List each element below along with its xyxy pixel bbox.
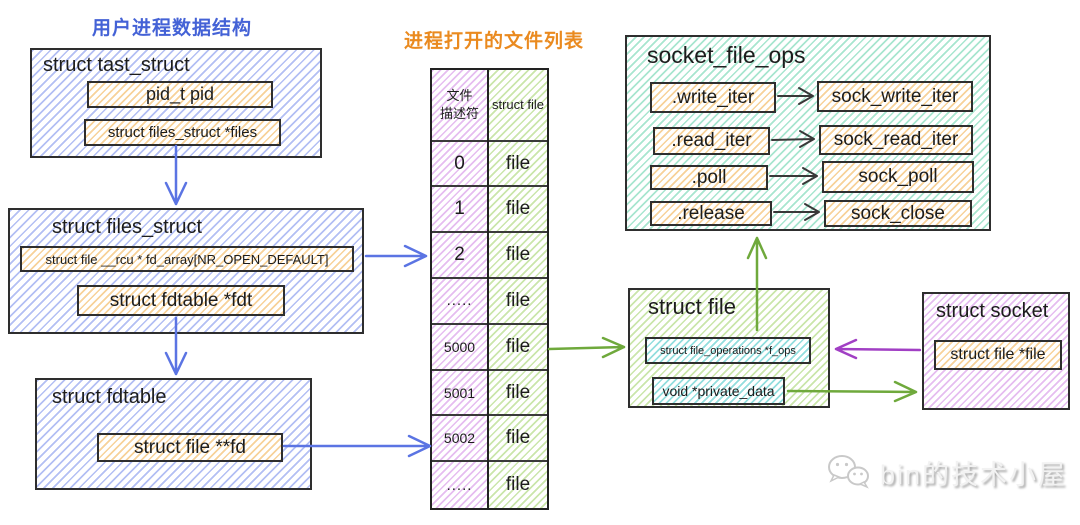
wechat-icon (828, 455, 869, 489)
file-cell: file (489, 187, 547, 234)
arrow-table-to-struct-file (547, 336, 626, 359)
fd-cell: ..... (446, 476, 473, 494)
struct-file-box: struct file struct file_operations *f_op… (628, 288, 830, 408)
task-struct-label: struct tast_struct (43, 54, 190, 76)
private-data-field: void *private_data (652, 377, 785, 405)
poll-field: .poll (650, 165, 768, 190)
fd-cell: 5000 (432, 325, 487, 371)
files-pointer-field: struct files_struct *files (84, 119, 281, 146)
f-ops-field: struct file_operations *f_ops (645, 337, 811, 364)
struct-file-label: struct file (648, 294, 737, 319)
file-column-header: struct file (489, 70, 547, 142)
fd-cell: 2 (432, 233, 487, 280)
fd-cell: 0 (432, 142, 487, 188)
fd-array-field: struct file __rcu * fd_array[NR_OPEN_DEF… (20, 246, 354, 272)
socket-file-pointer-field: struct file *file (934, 340, 1062, 370)
fd-header-line1: 文件 (446, 88, 473, 104)
file-column: struct file file file file file file fil… (489, 70, 547, 508)
file-cell: file (489, 325, 547, 371)
task-struct-box: struct tast_struct pid_t pid struct file… (30, 48, 322, 158)
fd-column-header: 文件 描述符 (432, 70, 487, 142)
fdtable-box: struct fdtable struct file **fd (35, 378, 312, 490)
file-cell: file (489, 371, 547, 417)
file-cell: file (489, 233, 547, 280)
read-iter-field: .read_iter (653, 127, 770, 155)
pid-field: pid_t pid (87, 81, 273, 108)
fd-cell: 5001 (432, 371, 487, 417)
open-files-list-title: 进程打开的文件列表 (404, 31, 585, 52)
fd-cell: 5002 (432, 416, 487, 463)
watermark: bin的技术小屋 (826, 452, 1067, 492)
arrow-fd-array-to-table (364, 244, 428, 268)
fdt-pointer-field: struct fdtable *fdt (77, 285, 285, 316)
files-struct-box: struct files_struct struct file __rcu * … (8, 208, 364, 334)
socket-file-ops-label: socket_file_ops (647, 42, 806, 68)
user-process-structs-title: 用户进程数据结构 (92, 18, 253, 39)
fd-cell: ..... (432, 279, 487, 325)
file-cell: file (505, 474, 531, 496)
fd-header-line2: 描述符 (439, 105, 479, 121)
fdtable-label: struct fdtable (52, 386, 167, 408)
sock-poll-handler: sock_poll (822, 161, 974, 193)
file-cell: file (489, 416, 547, 463)
file-cell: file (489, 142, 547, 188)
fd-cell: 1 (432, 187, 487, 234)
watermark-text: bin的技术小屋 (880, 459, 1068, 490)
sock-write-iter-handler: sock_write_iter (817, 81, 973, 112)
file-cell: file (489, 279, 547, 325)
struct-socket-label: struct socket (936, 300, 1049, 322)
fd-double-pointer-field: struct file **fd (97, 433, 283, 462)
struct-socket-box: struct socket struct file *file (922, 292, 1070, 410)
release-field: .release (650, 201, 772, 226)
sock-read-iter-handler: sock_read_iter (819, 125, 973, 155)
fd-column: 文件 描述符 0 1 2 ..... 5000 5001 5002 ..... (432, 70, 489, 508)
arrow-socket-to-f-ops (834, 338, 922, 360)
open-file-table: 文件 描述符 0 1 2 ..... 5000 5001 5002 ..... … (430, 68, 549, 510)
write-iter-field: .write_iter (650, 82, 776, 113)
files-struct-label: struct files_struct (52, 216, 203, 238)
socket-file-ops-box: socket_file_ops .write_iter sock_write_i… (625, 35, 991, 231)
sock-close-handler: sock_close (824, 200, 972, 227)
